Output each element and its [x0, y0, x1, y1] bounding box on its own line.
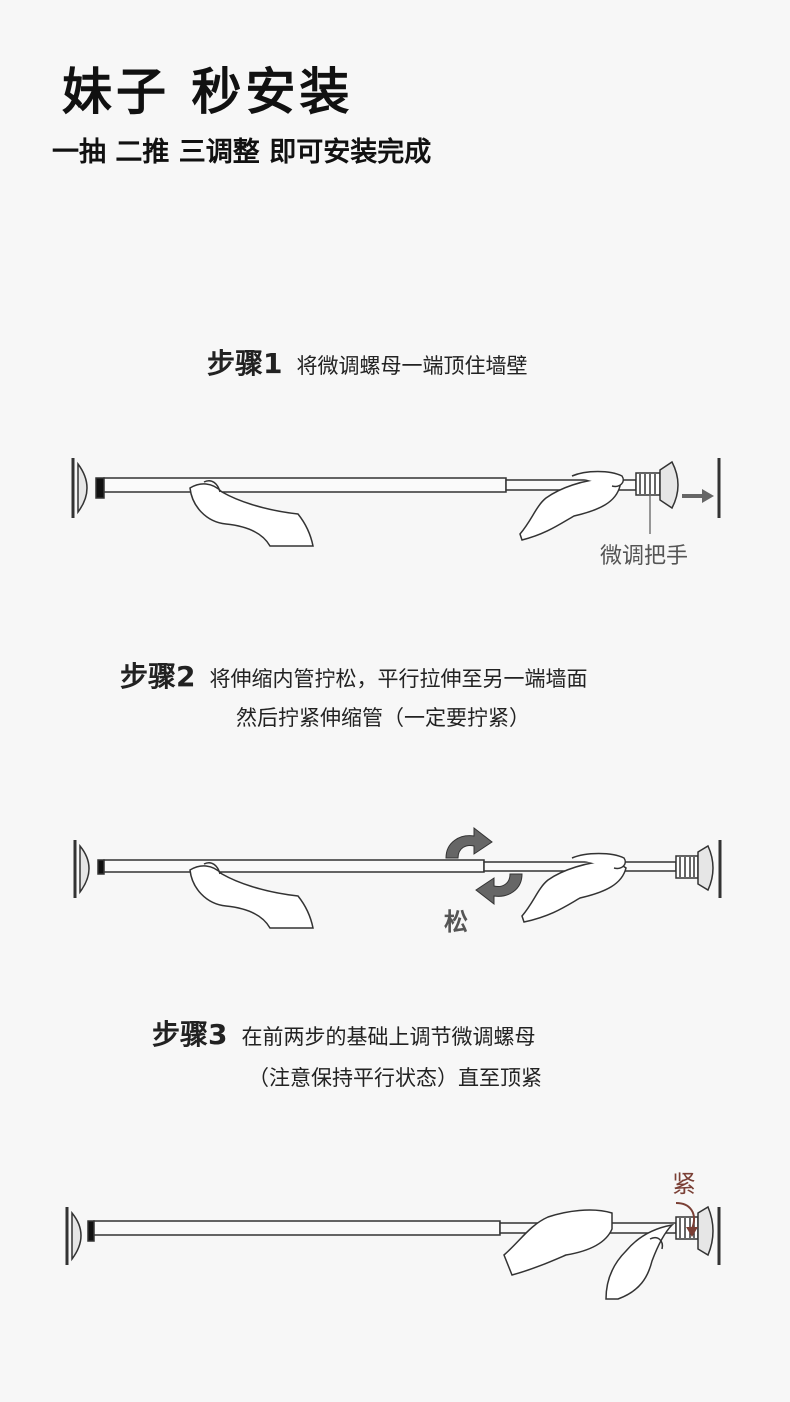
left-end-cap — [79, 843, 90, 895]
step-2-text: 将伸缩内管拧松，平行拉伸至另一端墙面 — [209, 667, 588, 691]
step-3-heading: 步骤3 在前两步的基础上调节微调螺母 — [152, 1013, 535, 1053]
step-1-text: 将微调螺母一端顶住墙壁 — [296, 354, 528, 378]
page-title: 妹子 秒安装 — [62, 63, 354, 121]
step-3-diagram — [65, 1202, 721, 1300]
step-1-heading: 步骤1 将微调螺母一端顶住墙壁 — [207, 342, 527, 382]
outer-tube — [103, 859, 485, 873]
right-fingers — [571, 852, 626, 870]
right-hand — [521, 859, 627, 923]
left-hand — [189, 865, 314, 929]
front-hand — [605, 1223, 675, 1300]
step-3-text-line2: （注意保持平行状态）直至顶紧 — [248, 1066, 542, 1090]
push-arrow-icon — [682, 489, 714, 503]
left-thumb — [203, 480, 221, 493]
step-3-text: 在前两步的基础上调节微调螺母 — [241, 1025, 536, 1049]
left-cap-collar — [97, 859, 105, 875]
tighten-label: 紧 — [672, 1170, 696, 1198]
right-end-cap — [697, 844, 714, 892]
fine-tune-handle-label: 微调把手 — [600, 544, 689, 569]
step-2-diagram — [73, 826, 722, 929]
right-end-cap — [659, 460, 679, 510]
step-2-label: 步骤2 — [120, 660, 196, 693]
step-1-diagram — [71, 458, 721, 547]
right-end-cap — [697, 1205, 714, 1257]
loosen-label: 松 — [444, 908, 468, 936]
left-thumb — [203, 862, 221, 875]
step-2-text-line2: 然后拧紧伸缩管（一定要拧紧） — [236, 706, 530, 730]
step-1-label: 步骤1 — [207, 347, 283, 380]
right-hand — [519, 477, 621, 541]
back-hand — [503, 1209, 613, 1276]
left-cap-collar — [95, 477, 105, 499]
page-subtitle: 一抽 二推 三调整 即可安装完成 — [52, 137, 432, 168]
outer-tube — [103, 477, 507, 493]
left-cap-collar — [87, 1220, 95, 1242]
tighten-arrow-icon — [675, 1202, 698, 1237]
front-thumb — [649, 1237, 664, 1250]
step-3-label: 步骤3 — [152, 1018, 228, 1051]
right-fingers — [571, 470, 624, 488]
outer-tube — [93, 1220, 501, 1236]
left-end-cap — [71, 1210, 82, 1262]
left-hand — [189, 483, 314, 547]
rotate-arrows-icon — [445, 826, 523, 906]
left-end-cap — [77, 461, 88, 515]
step-2-heading: 步骤2 将伸缩内管拧松，平行拉伸至另一端墙面 — [120, 655, 587, 695]
